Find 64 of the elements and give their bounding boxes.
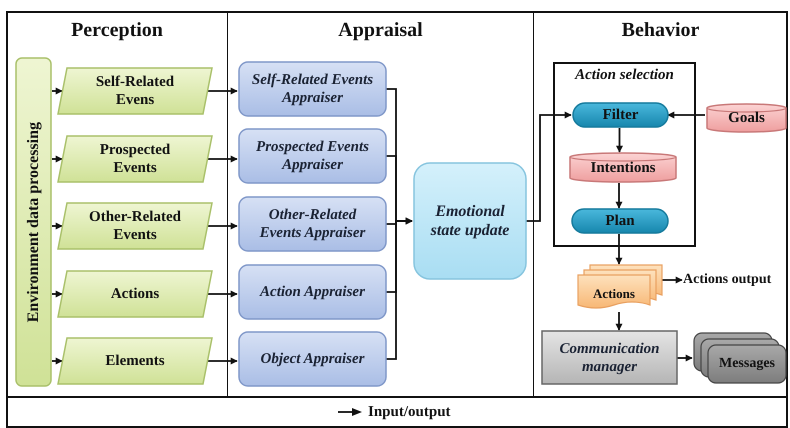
process-pill	[571, 208, 669, 234]
arrow	[526, 112, 572, 222]
node-label: Actions	[593, 286, 635, 302]
data-parallelogram	[57, 270, 213, 318]
arrow	[386, 218, 413, 360]
group-box	[553, 62, 696, 247]
node-label: Actions	[110, 285, 160, 303]
appraiser-box	[238, 128, 387, 184]
appraiser-box	[238, 264, 387, 320]
appraiser-box	[238, 331, 387, 387]
node-label: Emotional state update	[430, 202, 510, 240]
storage-cylinder	[706, 103, 787, 133]
arrow	[667, 112, 705, 118]
node-label: Object Appraiser	[259, 350, 366, 368]
data-parallelogram	[57, 135, 213, 183]
arrow	[52, 156, 63, 162]
node-label: Other-Related Events Appraiser	[258, 206, 366, 242]
process-box	[413, 162, 527, 280]
arrow	[616, 312, 622, 331]
storage-cylinder	[569, 152, 677, 183]
process-bar	[15, 57, 52, 387]
message-stack	[693, 332, 787, 384]
node-label: Prospected Events	[98, 141, 172, 177]
node-label: Intentions	[590, 158, 656, 176]
data-parallelogram	[57, 337, 213, 385]
node-label: Other-Related Events	[88, 208, 182, 244]
node-label: Messages	[719, 356, 775, 372]
arrow	[208, 222, 238, 230]
node-label: Filter	[602, 106, 638, 124]
node-label: Self-Related Evens	[94, 73, 176, 109]
arrow	[52, 222, 63, 230]
arrow	[616, 234, 622, 265]
section-heading: Perception	[71, 18, 163, 42]
node-label: Environment data processing	[24, 122, 43, 322]
legend-label: Input/output	[368, 403, 451, 421]
arrow	[616, 128, 623, 153]
node-label: Self-Related Events Appraiser	[250, 71, 374, 107]
appraiser-box	[238, 61, 387, 117]
arrow	[208, 290, 238, 298]
section-heading: Behavior	[622, 18, 700, 42]
arrow	[208, 88, 238, 94]
section-heading: Appraisal	[338, 18, 423, 42]
section-panel	[227, 12, 533, 398]
node-label: Goals	[728, 109, 765, 127]
section-panel	[533, 12, 787, 398]
node-label: Plan	[605, 212, 635, 230]
arrow	[677, 354, 693, 362]
arrow	[208, 358, 238, 364]
data-parallelogram	[57, 202, 213, 250]
node-label: Actions output	[683, 272, 772, 288]
arrow	[208, 156, 238, 162]
node-label: Communication manager	[558, 340, 661, 376]
arrow	[52, 290, 63, 298]
arrow	[52, 358, 63, 364]
node-label: Prospected Events Appraiser	[255, 138, 370, 174]
process-pill	[572, 102, 669, 128]
node-label: Elements	[105, 352, 165, 370]
manager-box	[541, 330, 678, 385]
arrow	[52, 88, 63, 94]
data-parallelogram	[57, 67, 213, 115]
group-heading: Action selection	[575, 66, 674, 84]
node-label: Action Appraiser	[258, 283, 366, 301]
arrow	[616, 183, 622, 209]
appraiser-box	[238, 196, 387, 252]
